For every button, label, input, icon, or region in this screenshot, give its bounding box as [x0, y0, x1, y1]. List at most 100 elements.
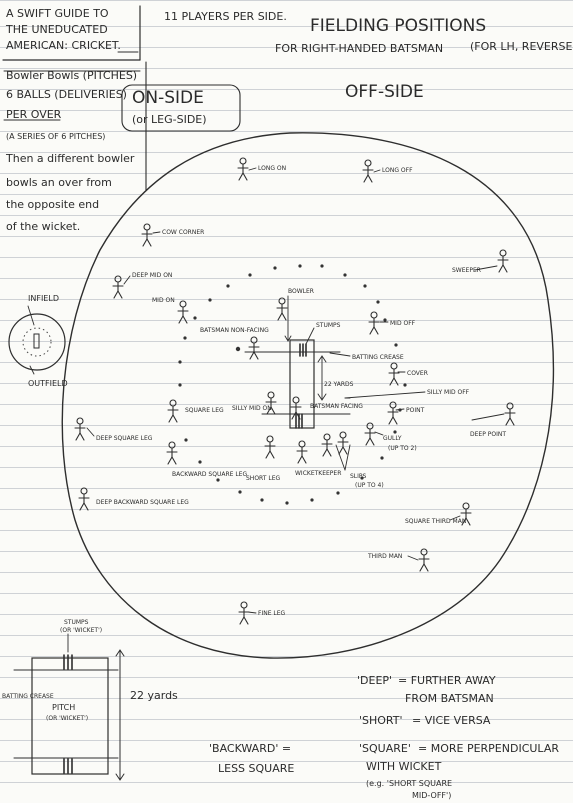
figure-sweeper [498, 250, 508, 272]
glossary-square-def-1: = MORE PERPENDICULAR [418, 742, 559, 755]
pitch-yards: 22 yards [130, 689, 178, 702]
label-deep-point: DEEP POINT [470, 431, 506, 438]
label-stumps: STUMPS [316, 322, 341, 329]
note-line-5: Then a different bowler [5, 152, 135, 165]
glossary-square-def-3: (e.g. 'SHORT SQUARE [366, 779, 452, 788]
figure-square-leg [168, 400, 178, 422]
title-line-2: THE UNEDUCATED [5, 23, 108, 36]
figure-long-off [363, 160, 373, 182]
figure-gully [365, 423, 375, 445]
figure-deep-point [505, 403, 515, 425]
infield-inset: INFIELD OUTFIELD [9, 294, 68, 388]
glossary-square-def-4: MID-OFF') [412, 791, 451, 800]
label-silly-mid-off: SILLY MID OFF [427, 389, 470, 396]
glossary-backward-def: LESS SQUARE [218, 762, 294, 775]
label-batting-crease: BATTING CREASE [352, 354, 404, 361]
label-cover: COVER [407, 370, 428, 377]
figure-mid-off [369, 312, 379, 334]
figure-long-on [238, 158, 248, 180]
label-deep-backward-square-leg: DEEP BACKWARD SQUARE LEG [96, 499, 189, 506]
label-deep-mid-on: DEEP MID ON [132, 272, 172, 279]
figure-cow-corner [142, 224, 152, 246]
label-batsman-non-facing: BATSMAN NON-FACING [200, 327, 269, 334]
glossary-short-term: 'SHORT' [359, 714, 403, 727]
figure-deep-backward-square-leg [79, 488, 89, 510]
figure-short-leg [265, 436, 275, 458]
bowling-notes: Bowler Bowls (PITCHES) 6 BALLS (DELIVERI… [4, 62, 146, 233]
title-block: A SWIFT GUIDE TO THE UNEDUCATED AMERICAN… [3, 6, 140, 60]
figure-deep-square-leg [75, 418, 85, 440]
pitch-label: PITCH [52, 703, 75, 712]
heading-line-2: FOR RIGHT-HANDED BATSMAN [275, 42, 443, 55]
glossary-short-def: = VICE VERSA [412, 714, 491, 727]
figure-batsman-non-facing [249, 337, 259, 359]
label-backward-square-leg: BACKWARD SQUARE LEG [172, 471, 247, 478]
label-wicketkeeper: WICKETKEEPER [295, 470, 341, 477]
label-point: POINT [406, 407, 425, 414]
label-batsman-facing: BATSMAN FACING [310, 403, 363, 410]
label-slips: SLIPS [350, 473, 367, 480]
figure-bowler [277, 298, 287, 320]
note-line-7: the opposite end [6, 198, 99, 211]
on-side-label: ON-SIDE [132, 88, 204, 108]
infield-label: INFIELD [28, 294, 59, 303]
leg-side-label: (or LEG-SIDE) [132, 113, 207, 126]
label-long-on: LONG ON [258, 165, 286, 172]
label-third-man: THIRD MAN [367, 553, 402, 560]
infield-ring [178, 264, 406, 504]
label-square-third-man: SQUARE THIRD MAN [405, 518, 466, 525]
label-gully-note: (UP TO 2) [388, 445, 417, 452]
field-boundary [62, 133, 553, 658]
figure-slip-2 [338, 432, 348, 454]
pitch-stumps-label: STUMPS [64, 619, 89, 626]
note-line-2: 6 BALLS (DELIVERIES) [6, 88, 127, 101]
label-22-yards: 22 YARDS [324, 381, 354, 388]
title-line-1: A SWIFT GUIDE TO [6, 7, 109, 20]
figure-backward-square-leg [167, 442, 177, 464]
figure-cover [389, 363, 399, 385]
title-line-3: AMERICAN: CRICKET. [6, 39, 121, 52]
pitch-note: (OR 'WICKET') [46, 715, 88, 722]
off-side-label: OFF-SIDE [345, 82, 424, 102]
note-line-6: bowls an over from [6, 176, 112, 189]
pitch-diagram: STUMPS (OR 'WICKET') BATTING CREASE PITC… [2, 619, 178, 780]
label-short-leg: SHORT LEG [246, 475, 280, 482]
note-line-8: of the wicket. [6, 220, 80, 233]
label-silly-mid-on: SILLY MID ON [232, 405, 272, 412]
pitch-stumps-note: (OR 'WICKET') [60, 627, 102, 634]
heading-note: (FOR LH, REVERSE!) [470, 40, 573, 53]
label-mid-off: MID OFF [390, 320, 416, 327]
label-mid-on: MID ON [152, 297, 175, 304]
figure-third-man [419, 549, 429, 571]
note-line-4: (A SERIES OF 6 PITCHES) [6, 132, 105, 141]
players-note: 11 PLAYERS PER SIDE. [164, 10, 287, 23]
glossary-deep-def-2: FROM BATSMAN [405, 692, 494, 705]
heading-line-1: FIELDING POSITIONS [310, 16, 486, 36]
glossary-deep-def-1: = FURTHER AWAY [398, 674, 496, 687]
glossary: 'DEEP' = FURTHER AWAY FROM BATSMAN 'SHOR… [209, 674, 559, 800]
label-sweeper: SWEEPER [452, 267, 481, 274]
glossary-backward-term: 'BACKWARD' = [209, 742, 291, 755]
figure-deep-mid-on [113, 276, 123, 298]
note-line-3: PER OVER [6, 108, 62, 121]
label-bowler: BOWLER [288, 288, 314, 295]
label-slips-note: (UP TO 4) [355, 482, 384, 489]
figure-mid-on [178, 301, 188, 323]
label-cow-corner: COW CORNER [162, 229, 204, 236]
outfield-label: OUTFIELD [28, 379, 68, 388]
glossary-square-def-2: WITH WICKET [366, 760, 442, 773]
label-long-off: LONG OFF [382, 167, 413, 174]
figure-wicketkeeper [297, 441, 307, 463]
label-deep-square-leg: DEEP SQUARE LEG [96, 435, 153, 442]
label-square-leg: SQUARE LEG [185, 407, 224, 414]
figure-point [388, 402, 398, 424]
figure-fine-leg [239, 602, 249, 624]
pitch-batting-crease: BATTING CREASE [2, 693, 54, 700]
glossary-square-term: 'SQUARE' [359, 742, 411, 755]
label-fine-leg: FINE LEG [258, 610, 286, 617]
figure-slip-1 [322, 434, 332, 456]
glossary-deep-term: 'DEEP' [357, 674, 392, 687]
label-gully: GULLY [383, 435, 402, 442]
